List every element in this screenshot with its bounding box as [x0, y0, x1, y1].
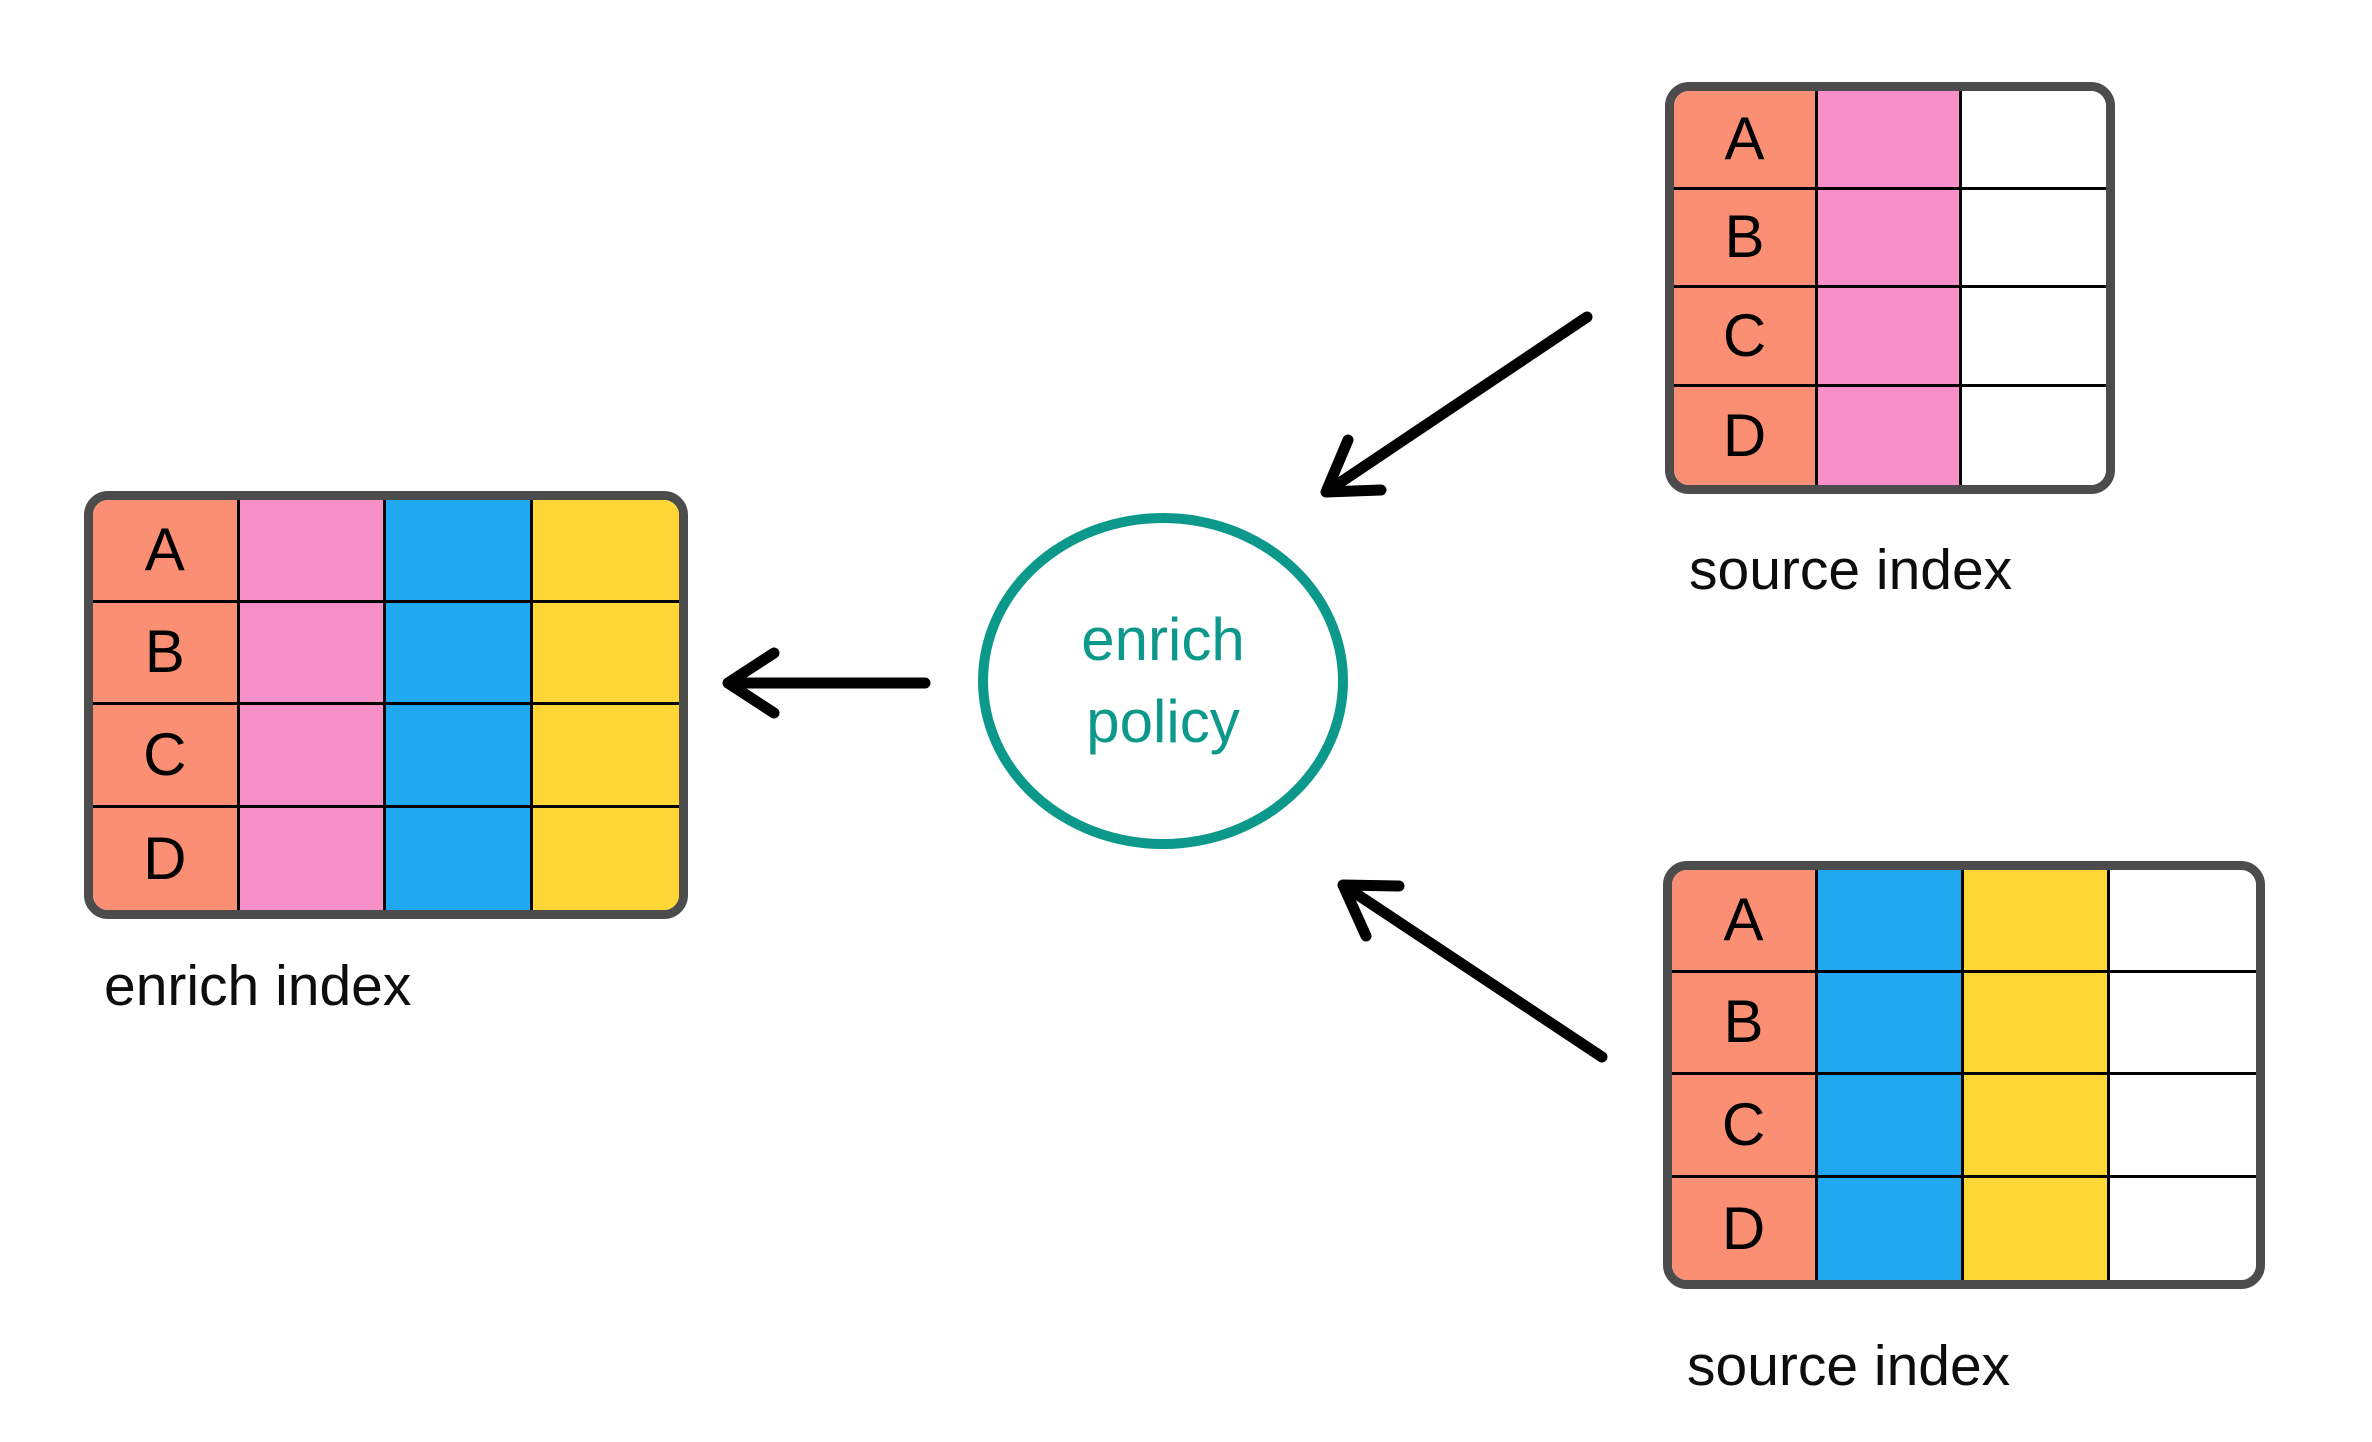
cell-salmon: B	[93, 602, 240, 705]
cell-blue	[386, 807, 533, 910]
table-row: B	[1674, 189, 2106, 288]
table-row: A	[93, 500, 679, 603]
table-row: C	[93, 705, 679, 808]
cell-white	[1962, 288, 2106, 387]
arrow-policy-to-enrich-index-icon	[722, 647, 931, 719]
table-row: B	[1672, 972, 2256, 1075]
row-label: B	[1723, 988, 1764, 1056]
cell-white	[2110, 1177, 2256, 1280]
table-row: C	[1672, 1075, 2256, 1178]
cell-salmon: A	[93, 500, 240, 603]
cell-yellow	[1964, 870, 2110, 973]
cell-salmon: A	[1672, 870, 1818, 973]
source-index-top-caption: source index	[1689, 538, 2013, 602]
cell-pink	[239, 602, 386, 705]
cell-salmon: C	[1672, 1075, 1818, 1178]
table-row: A	[1672, 870, 2256, 973]
row-label: A	[1723, 885, 1764, 953]
row-label: D	[143, 824, 187, 892]
source-index-table-top: A B C D	[1665, 82, 2115, 494]
cell-blue	[1818, 870, 1964, 973]
source-index-bottom-caption: source index	[1687, 1334, 2011, 1398]
cell-white	[2110, 870, 2256, 973]
cell-blue	[386, 705, 533, 808]
cell-yellow	[1964, 1075, 2110, 1178]
cell-white	[1962, 386, 2106, 485]
cell-salmon: B	[1674, 189, 1818, 288]
cell-white	[2110, 1075, 2256, 1178]
row-label: B	[1724, 203, 1765, 271]
cell-salmon: D	[93, 807, 240, 910]
cell-salmon: D	[1674, 386, 1818, 485]
row-label: D	[1721, 1194, 1766, 1262]
enrich-policy-node: enrich policy	[978, 513, 1348, 849]
table-row: A	[1674, 91, 2106, 190]
arrow-top-source-to-policy-icon	[1320, 311, 1593, 498]
cell-blue	[386, 500, 533, 603]
cell-salmon: B	[1672, 972, 1818, 1075]
cell-pink	[239, 500, 386, 603]
table-row: B	[93, 602, 679, 705]
enrich-index-caption: enrich index	[104, 954, 412, 1018]
row-label: D	[1722, 401, 1767, 469]
cell-blue	[1818, 1075, 1964, 1178]
cell-blue	[386, 602, 533, 705]
source-index-table-bottom: A B C D	[1663, 861, 2265, 1289]
cell-pink	[1818, 288, 1962, 387]
row-label: B	[144, 618, 185, 686]
table-row: D	[93, 807, 679, 910]
cell-pink	[1818, 189, 1962, 288]
cell-yellow	[1964, 972, 2110, 1075]
cell-yellow	[532, 500, 679, 603]
row-label: A	[144, 515, 185, 583]
row-label: C	[1722, 301, 1767, 369]
cell-pink	[1818, 386, 1962, 485]
cell-blue	[1818, 972, 1964, 1075]
cell-salmon: D	[1672, 1177, 1818, 1280]
cell-white	[1962, 91, 2106, 190]
enrich-policy-label-line1: enrich	[1081, 606, 1245, 673]
cell-pink	[239, 705, 386, 808]
cell-pink	[1818, 91, 1962, 190]
cell-salmon: C	[1674, 288, 1818, 387]
cell-yellow	[532, 807, 679, 910]
cell-white	[2110, 972, 2256, 1075]
enrich-index-table: A B C D	[84, 491, 688, 919]
cell-white	[1962, 189, 2106, 288]
arrow-bottom-source-to-policy-icon	[1337, 879, 1608, 1063]
row-label: A	[1724, 104, 1765, 172]
cell-salmon: A	[1674, 91, 1818, 190]
cell-pink	[239, 807, 386, 910]
table-row: D	[1674, 386, 2106, 485]
row-label: C	[1721, 1090, 1766, 1158]
cell-salmon: C	[93, 705, 240, 808]
enrich-policy-label-line2: policy	[1086, 688, 1240, 755]
row-label: C	[143, 720, 187, 788]
cell-yellow	[532, 602, 679, 705]
table-row: D	[1672, 1177, 2256, 1280]
table-row: C	[1674, 288, 2106, 387]
cell-yellow	[532, 705, 679, 808]
cell-blue	[1818, 1177, 1964, 1280]
cell-yellow	[1964, 1177, 2110, 1280]
